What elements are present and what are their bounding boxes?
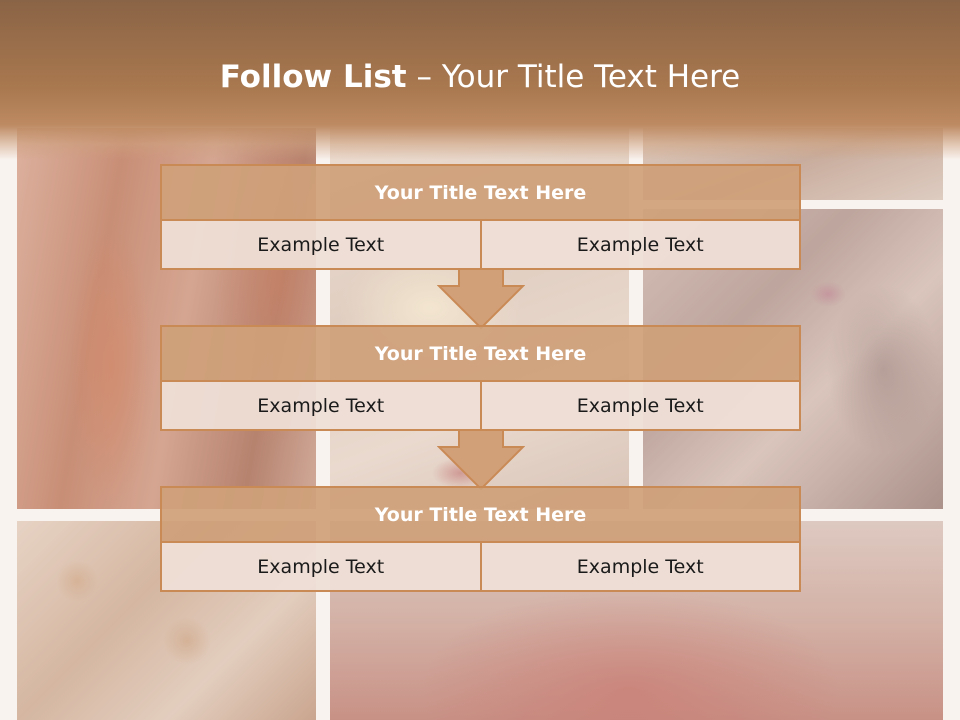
- step-cell-left: Example Text: [160, 543, 482, 592]
- step-cell-right: Example Text: [481, 221, 801, 270]
- down-arrow-icon: [437, 268, 525, 330]
- title-bar: [0, 0, 960, 160]
- step-row: Example Text Example Text: [160, 221, 801, 270]
- step-title: Your Title Text Here: [160, 486, 801, 543]
- down-arrow-icon: [437, 429, 525, 491]
- follow-step-2: Your Title Text Here Example Text Exampl…: [160, 325, 801, 431]
- step-cell-left: Example Text: [160, 382, 482, 431]
- follow-step-3: Your Title Text Here Example Text Exampl…: [160, 486, 801, 592]
- slide-title-bold: Follow List: [219, 59, 407, 95]
- step-title: Your Title Text Here: [160, 164, 801, 221]
- slide-title: Follow List – Your Title Text Here: [0, 52, 960, 102]
- step-cell-right: Example Text: [481, 543, 801, 592]
- slide-title-rest: – Your Title Text Here: [406, 59, 741, 95]
- step-cell-right: Example Text: [481, 382, 801, 431]
- step-row: Example Text Example Text: [160, 543, 801, 592]
- step-title: Your Title Text Here: [160, 325, 801, 382]
- follow-step-1: Your Title Text Here Example Text Exampl…: [160, 164, 801, 270]
- step-row: Example Text Example Text: [160, 382, 801, 431]
- step-cell-left: Example Text: [160, 221, 482, 270]
